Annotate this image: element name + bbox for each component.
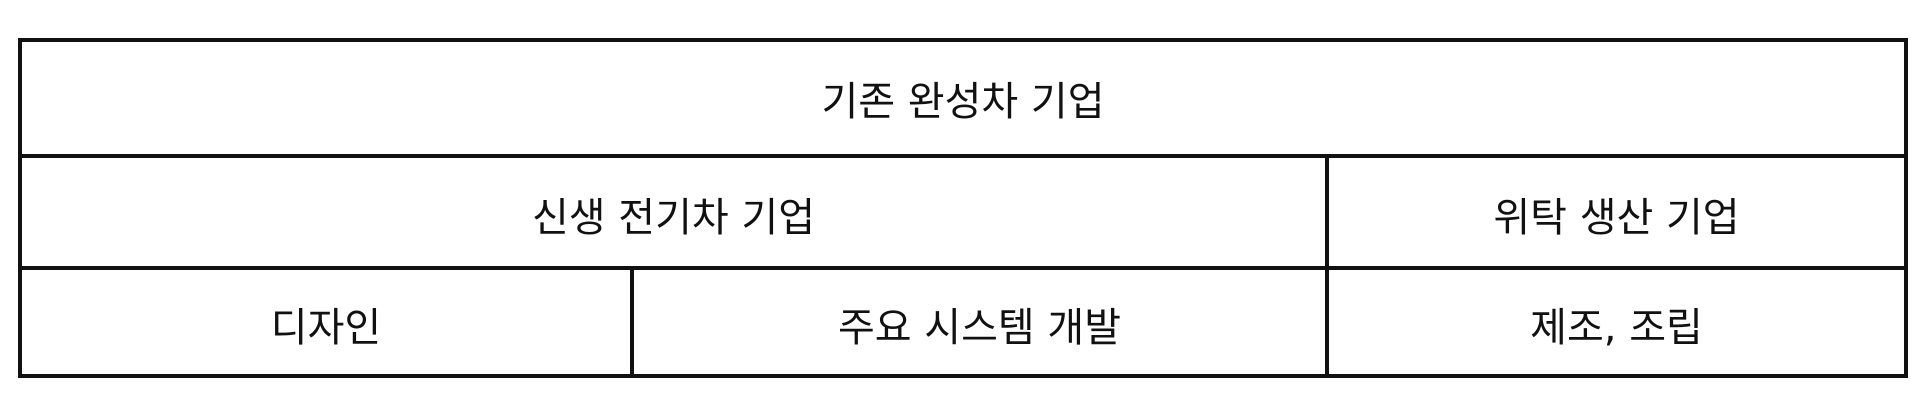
legacy-automaker-cell: 기존 완성차 기업 (821, 79, 1105, 125)
row-company-types: 신생 전기차 기업 위탁 생산 기업 (22, 154, 1904, 270)
contract-manufacturer-cell: 위탁 생산 기업 (1325, 158, 1904, 270)
new-ev-company-cell: 신생 전기차 기업 (531, 195, 816, 241)
system-development-cell: 주요 시스템 개발 (630, 270, 1325, 378)
design-cell: 디자인 (270, 305, 382, 351)
row-functions: 디자인 주요 시스템 개발 제조, 조립 (22, 266, 1904, 378)
manufacturing-assembly-cell: 제조, 조립 (1325, 270, 1904, 378)
value-chain-table: 기존 완성차 기업 신생 전기차 기업 위탁 생산 기업 디자인 주요 시스템 … (18, 38, 1908, 378)
row-legacy-automaker: 기존 완성차 기업 (22, 42, 1904, 154)
